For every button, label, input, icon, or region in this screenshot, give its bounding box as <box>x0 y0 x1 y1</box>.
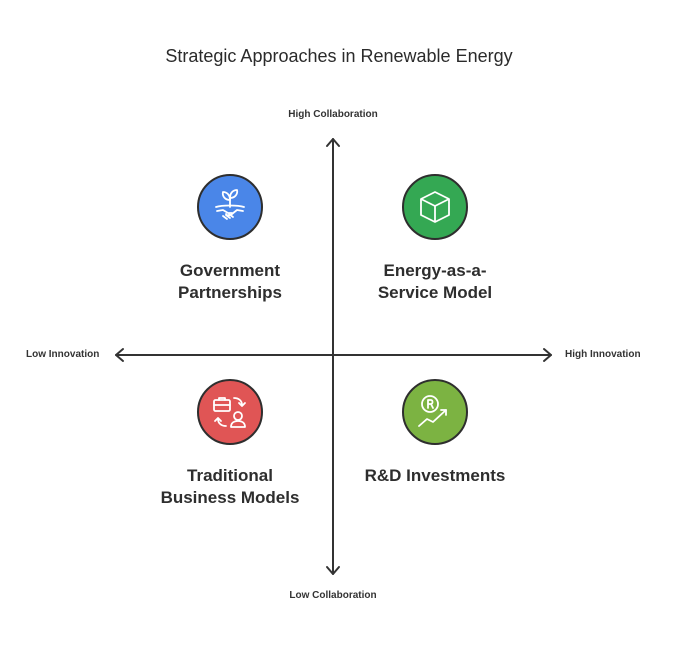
axis-label-low-innovation: Low Innovation <box>26 349 100 360</box>
plant-handshake-icon <box>197 174 263 240</box>
quadrant-traditional-business-models: Traditional Business Models <box>130 379 330 509</box>
quadrant-label: Traditional Business Models <box>160 466 300 507</box>
arrow-up <box>326 138 340 147</box>
briefcase-person-icon <box>197 379 263 445</box>
axis-label-high-collaboration: High Collaboration <box>288 109 378 120</box>
axis-label-high-innovation: High Innovation <box>565 349 641 360</box>
arrow-right <box>543 348 552 362</box>
cube-icon <box>402 174 468 240</box>
arrow-down <box>326 566 340 575</box>
quadrant-rd-investments: R&D Investments <box>335 379 535 487</box>
diagram-title: Strategic Approaches in Renewable Energy <box>165 46 513 66</box>
quadrant-label: Government Partnerships <box>178 261 282 302</box>
quadrant-energy-as-a-service: Energy-as-a- Service Model <box>335 174 535 304</box>
quadrant-government-partnerships: Government Partnerships <box>130 174 330 304</box>
growth-coin-icon <box>402 379 468 445</box>
axis-label-low-collaboration: Low Collaboration <box>289 590 377 601</box>
arrow-left <box>115 348 124 362</box>
quadrant-label: R&D Investments <box>364 466 506 485</box>
quadrant-label: Energy-as-a- Service Model <box>377 261 493 302</box>
